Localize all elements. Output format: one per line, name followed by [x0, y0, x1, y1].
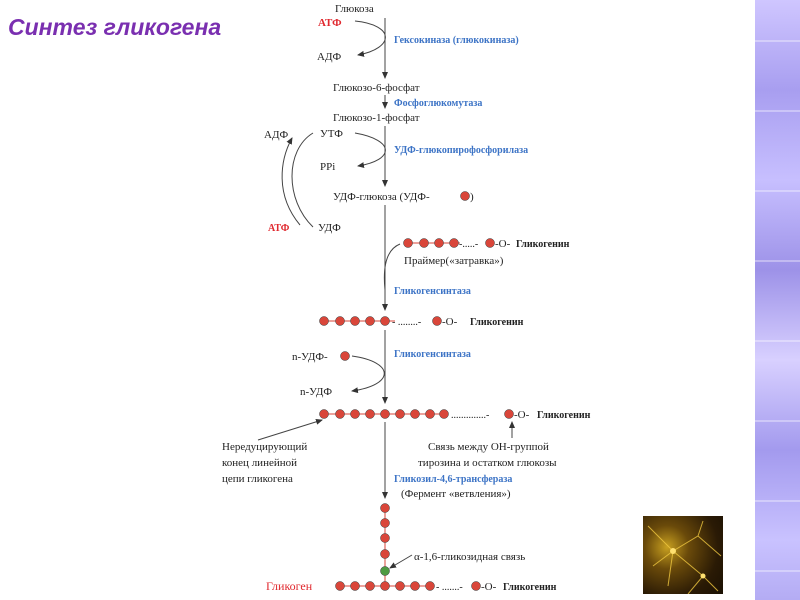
- primer-chain-end: -O-: [495, 238, 511, 250]
- utp-label: УТФ: [320, 128, 343, 140]
- g6p-label: Глюкозо-6-фосфат: [333, 82, 420, 94]
- udpg-residue: [460, 191, 470, 201]
- primer-label: Праймер(«затравка»): [404, 255, 504, 267]
- glycogenin-label-1: Гликогенин: [516, 239, 570, 250]
- n-udpg-label: n-УДФ-: [292, 351, 328, 363]
- branching-enzyme-label: (Фермент «ветвления»): [401, 488, 511, 500]
- bond-note-line-2: тирозина и остатком глюкозы: [418, 457, 557, 469]
- nonreducing-end-line-2: конец линейной: [222, 457, 297, 469]
- glycogen-synthesis-diagram: Глюкоза АТФ АДФ Гексокиназа (глюкокиназа…: [222, 3, 591, 593]
- nonreducing-end-line-3: цепи гликогена: [222, 473, 293, 485]
- glucose-chain-2: [319, 316, 442, 326]
- udp-label: УДФ: [318, 222, 341, 234]
- udpg-close: ): [470, 191, 474, 203]
- ppi-label: PPi: [320, 161, 335, 173]
- enzyme-glycogen-synthase-2: Гликогенсинтаза: [394, 349, 471, 360]
- enzyme-glycosyl-transferase: Гликозил-4,6-трансфераза: [394, 474, 512, 485]
- slide-title: Синтез гликогена: [8, 14, 222, 40]
- enzyme-hexokinase: Гексокиназа (глюкокиназа): [394, 35, 519, 46]
- udpg-label: УДФ-глюкоза (УДФ-: [333, 191, 430, 203]
- glycogenin-label-2: Гликогенин: [470, 317, 524, 328]
- primer-chain: [403, 238, 495, 248]
- n-udp-label: n-УДФ: [300, 386, 332, 398]
- chain4-end: -O-: [481, 581, 497, 593]
- glycogen-label: Гликоген: [266, 579, 313, 593]
- primer-chain-tail: -.....-: [459, 239, 478, 250]
- chain4-dots: - .......-: [436, 582, 463, 593]
- neuron-photo: [643, 516, 723, 594]
- chain2-dots: - ........-: [392, 317, 421, 328]
- glucose-chain-4: [335, 581, 481, 591]
- bond-note-line-1: Связь между ОН-группой: [428, 441, 549, 453]
- enzyme-udpg-pyrophosphorylase: УДФ-глюкопирофосфорилаза: [394, 145, 528, 156]
- g1p-label: Глюкозо-1-фосфат: [333, 112, 420, 124]
- atp-label-1: АТФ: [318, 17, 342, 29]
- n-udpg-residue: [340, 351, 350, 361]
- glucose-label: Глюкоза: [335, 3, 374, 15]
- nonreducing-end-line-1: Нередуцирующий: [222, 441, 307, 453]
- alpha-bond-label: α-1,6-гликозидная связь: [414, 551, 525, 563]
- decorative-strip: [755, 0, 800, 600]
- chain2-end: -O-: [442, 316, 458, 328]
- enzyme-phosphoglucomutase: Фосфоглюкомутаза: [394, 98, 482, 109]
- atp-label-2: АТФ: [268, 223, 290, 234]
- adp-label-2: АДФ: [264, 129, 288, 141]
- glycogen-branch: [380, 503, 390, 586]
- glycogenin-label-4: Гликогенин: [503, 582, 557, 593]
- glucose-chain-3: [319, 409, 514, 419]
- adp-label-1: АДФ: [317, 51, 341, 63]
- glycogenin-label-3: Гликогенин: [537, 410, 591, 421]
- enzyme-glycogen-synthase-1: Гликогенсинтаза: [394, 286, 471, 297]
- chain3-end: -O-: [514, 409, 530, 421]
- chain3-dots: ..............-: [451, 410, 489, 421]
